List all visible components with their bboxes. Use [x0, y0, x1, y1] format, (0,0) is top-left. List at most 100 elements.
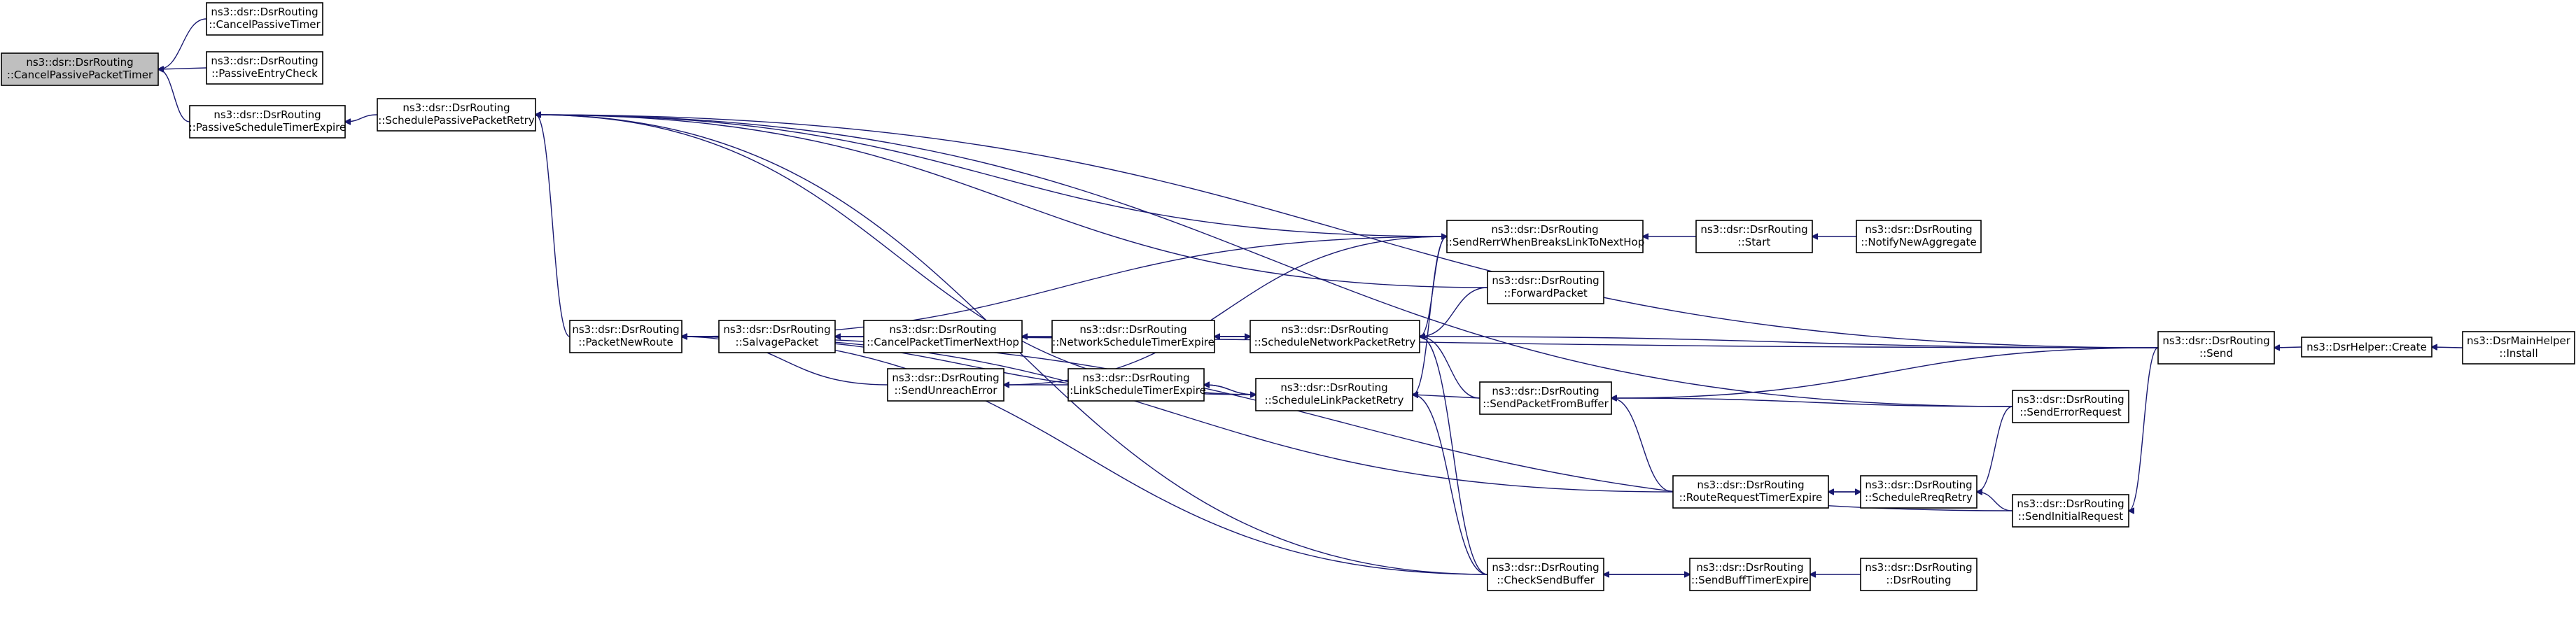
node-label-1: ns3::dsr::DsrRouting [572, 323, 679, 336]
node-box [1487, 271, 1604, 304]
node-label-2: ::SendUnreachError [895, 384, 998, 397]
node-cancel-packet-timer-next-hop[interactable]: ns3::dsr::DsrRouting::CancelPacketTimerN… [863, 320, 1023, 353]
node-box [2012, 494, 2129, 528]
node-box [1255, 378, 1413, 411]
node-box [718, 320, 836, 353]
node-cancel-passive-packet-timer[interactable]: ns3::dsr::DsrRouting::CancelPassivePacke… [1, 52, 159, 86]
node-box [2012, 390, 2129, 423]
edge-send-error-request-to-schedule-rreq-retry [1977, 406, 2013, 492]
node-label-1: ns3::DsrMainHelper [2467, 334, 2571, 347]
node-send-initial-request[interactable]: ns3::dsr::DsrRouting::SendInitialRequest [2012, 494, 2129, 528]
node-link-schedule-timer-expire[interactable]: ns3::dsr::DsrRouting::LinkScheduleTimerE… [1066, 368, 1206, 402]
node-label-1: ns3::dsr::DsrRouting [402, 101, 510, 114]
node-passive-entry-check[interactable]: ns3::dsr::DsrRouting::PassiveEntryCheck [206, 51, 323, 85]
node-label-1: ns3::dsr::DsrRouting [1697, 479, 1804, 491]
node-label-2: ::ScheduleLinkPacketRetry [1265, 394, 1404, 407]
node-send-packet-from-buffer[interactable]: ns3::dsr::DsrRouting::SendPacketFromBuff… [1479, 381, 1612, 415]
node-label-1: ns3::dsr::DsrRouting [211, 6, 318, 18]
node-label-2: ::SchedulePassivePacketRetry [378, 114, 535, 127]
edge-send-to-send-packet-from-buffer [1611, 347, 2159, 398]
edge-forward-packet-to-schedule-network-packet-retry [1420, 287, 1488, 337]
node-passive-schedule-timer-expire[interactable]: ns3::dsr::DsrRouting::PassiveScheduleTim… [189, 105, 346, 139]
node-label-2: ::Send [2199, 347, 2233, 360]
edge-send-packet-from-buffer-to-schedule-network-packet-retry [1420, 337, 1480, 399]
edge-send-initial-request-to-schedule-rreq-retry [1977, 492, 2013, 511]
node-label-2: ::LinkScheduleTimerExpire [1066, 384, 1206, 397]
node-label-1: ns3::dsr::DsrRouting [889, 323, 996, 336]
node-send-error-request[interactable]: ns3::dsr::DsrRouting::SendErrorRequest [2012, 390, 2129, 423]
node-send[interactable]: ns3::dsr::DsrRouting::Send [2157, 331, 2275, 365]
edge-send-to-send-initial-request [2129, 347, 2159, 511]
node-label-2: ::SalvagePacket [736, 336, 819, 348]
edge-dsr-main-helper-install-to-dsr-helper-create [2432, 347, 2463, 348]
node-label-1: ns3::dsr::DsrRouting [1492, 385, 1599, 397]
node-schedule-passive-packet-retry[interactable]: ns3::dsr::DsrRouting::SchedulePassivePac… [377, 98, 536, 132]
node-label-2: ::PassiveScheduleTimerExpire [189, 121, 346, 134]
node-label-1: ns3::dsr::DsrRouting [26, 56, 133, 69]
node-box [1860, 558, 1977, 591]
node-forward-packet[interactable]: ns3::dsr::DsrRouting::ForwardPacket [1487, 271, 1604, 304]
node-label-1: ns3::dsr::DsrRouting [1082, 372, 1189, 384]
node-box [2301, 337, 2432, 358]
node-start[interactable]: ns3::dsr::DsrRouting::Start [1695, 220, 1813, 253]
edge-send-rerr-when-breaks-link-to-next-hop-to-schedule-link-packet-retry [1413, 236, 1448, 395]
node-box [1695, 220, 1813, 253]
node-label-2: ::PassiveEntryCheck [211, 67, 318, 80]
node-label-2: ::DsrRouting [1886, 574, 1951, 586]
edge-forward-packet-to-schedule-passive-packet-retry [536, 115, 1488, 288]
node-label-2: ::SendPacketFromBuffer [1483, 397, 1609, 410]
node-box [1672, 475, 1829, 509]
node-box [206, 2, 323, 36]
node-label-1: ns3::dsr::DsrRouting [1491, 223, 1598, 236]
node-label-2: ::ScheduleNetworkPacketRetry [1254, 336, 1416, 348]
node-label-1: ns3::DsrHelper::Create [2306, 341, 2427, 353]
node-label-2: ::SendInitialRequest [2018, 510, 2123, 523]
node-label-1: ns3::dsr::DsrRouting [211, 55, 318, 67]
node-send-buff-timer-expire[interactable]: ns3::dsr::DsrRouting::SendBuffTimerExpir… [1689, 558, 1811, 591]
node-label-1: ns3::dsr::DsrRouting [1700, 223, 1807, 236]
edge-check-send-buffer-to-schedule-network-packet-retry [1420, 337, 1488, 575]
node-box [863, 320, 1023, 353]
node-box [1250, 320, 1420, 353]
node-check-send-buffer[interactable]: ns3::dsr::DsrRouting::CheckSendBuffer [1487, 558, 1604, 591]
node-label-1: ns3::dsr::DsrRouting [2162, 334, 2269, 347]
edge-check-send-buffer-to-schedule-link-packet-retry [1413, 395, 1488, 575]
node-notify-new-aggregate[interactable]: ns3::dsr::DsrRouting::NotifyNewAggregate [1856, 220, 1982, 253]
node-box [1689, 558, 1811, 591]
node-label-2: ::CancelPassiveTimer [209, 18, 321, 31]
node-network-schedule-timer-expire[interactable]: ns3::dsr::DsrRouting::NetworkScheduleTim… [1051, 320, 1215, 353]
node-dsr-routing[interactable]: ns3::dsr::DsrRouting::DsrRouting [1860, 558, 1977, 591]
node-route-request-timer-expire[interactable]: ns3::dsr::DsrRouting::RouteRequestTimerE… [1672, 475, 1829, 509]
node-label-2: ::SendErrorRequest [2019, 406, 2121, 418]
node-box [1051, 320, 1215, 353]
node-label-2: ::SendRerrWhenBreaksLinkToNextHop [1446, 236, 1645, 248]
node-label-1: ns3::dsr::DsrRouting [1696, 561, 1803, 574]
node-box [887, 368, 1004, 402]
edge-send-to-schedule-network-packet-retry [1420, 337, 2159, 348]
node-label-2: ::Install [2499, 347, 2538, 360]
node-schedule-network-packet-retry[interactable]: ns3::dsr::DsrRouting::ScheduleNetworkPac… [1250, 320, 1420, 353]
node-box [377, 98, 536, 132]
edge-send-rerr-when-breaks-link-to-next-hop-to-schedule-passive-packet-retry [536, 115, 1448, 237]
edge-send-unreach-error-to-packet-new-route [682, 337, 888, 386]
node-dsr-main-helper-install[interactable]: ns3::DsrMainHelper::Install [2462, 331, 2575, 365]
node-label-1: ns3::dsr::DsrRouting [2017, 393, 2124, 406]
node-label-2: ::ScheduleRreqRetry [1865, 491, 1973, 504]
node-send-unreach-error[interactable]: ns3::dsr::DsrRouting::SendUnreachError [887, 368, 1004, 402]
node-label-2: ::CheckSendBuffer [1497, 574, 1595, 586]
node-packet-new-route[interactable]: ns3::dsr::DsrRouting::PacketNewRoute [569, 320, 682, 353]
node-box [1856, 220, 1982, 253]
node-schedule-link-packet-retry[interactable]: ns3::dsr::DsrRouting::ScheduleLinkPacket… [1255, 378, 1413, 411]
edge-send-packet-from-buffer-to-schedule-link-packet-retry [1413, 395, 1480, 399]
node-label-1: ns3::dsr::DsrRouting [1492, 274, 1599, 287]
edge-cancel-passive-timer-to-cancel-passive-packet-timer [158, 18, 207, 69]
node-label-1: ns3::dsr::DsrRouting [1492, 561, 1599, 574]
node-dsr-helper-create[interactable]: ns3::DsrHelper::Create [2301, 337, 2432, 358]
node-schedule-rreq-retry[interactable]: ns3::dsr::DsrRouting::ScheduleRreqRetry [1860, 475, 1977, 509]
node-send-rerr-when-breaks-link-to-next-hop[interactable]: ns3::dsr::DsrRouting::SendRerrWhenBreaks… [1446, 220, 1645, 253]
node-label-1: ns3::dsr::DsrRouting [1079, 323, 1186, 336]
node-salvage-packet[interactable]: ns3::dsr::DsrRouting::SalvagePacket [718, 320, 836, 353]
node-cancel-passive-timer[interactable]: ns3::dsr::DsrRouting::CancelPassiveTimer [206, 2, 323, 36]
node-label-2: ::NotifyNewAggregate [1861, 236, 1976, 248]
